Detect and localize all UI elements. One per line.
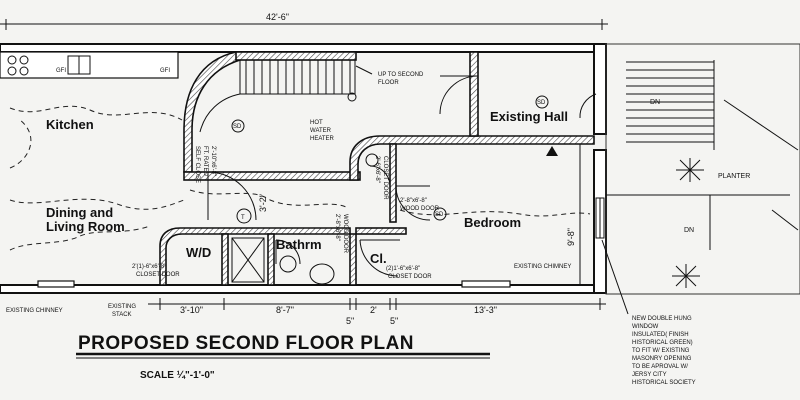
wood-door-line1: 2'-8"x6'-8" — [400, 198, 427, 204]
interior-dimensions: 3'-10" 8'-7" 2' 13'-3" 5" 5" 9'-8" 3'-2" — [148, 144, 606, 326]
door-rated-line2: FT. RATED — [202, 146, 208, 177]
plan-title: PROPOSED SECOND FLOOR PLAN — [78, 333, 414, 354]
closet-door-v-line1: 2'-6"x6'-8" — [374, 156, 380, 183]
label-dn-top: DN — [650, 99, 660, 106]
room-existing-hall: Existing Hall — [490, 109, 568, 124]
window-note-line1: NEW DOUBLE HUNG — [632, 316, 692, 322]
dim-5a: 5" — [346, 316, 354, 326]
title-block: PROPOSED SECOND FLOOR PLAN SCALE ¼"-1'-0… — [76, 333, 490, 381]
note-up-line1: UP TO SECOND — [378, 72, 424, 78]
dim-8-7: 8'-7" — [276, 305, 294, 315]
sd-2: SD — [537, 100, 546, 106]
triangle-marker-icon — [546, 146, 558, 156]
sd-1: SD — [233, 124, 242, 130]
interior-walls — [159, 51, 595, 286]
closet-door-left-line1: 2'(1)-6"x6'-8" — [132, 264, 166, 270]
room-kitchen: Kitchen — [46, 117, 94, 132]
door-note-wood-vertical: 2'-8"x6'-8" WOOD DOOR — [334, 214, 348, 254]
window-note-line7: TO BE APROVAL W/ — [632, 364, 688, 370]
label-planter: PLANTER — [718, 173, 750, 180]
note-stack-line1: EXISTING — [108, 304, 136, 310]
label-dn-bottom: DN — [684, 227, 694, 234]
exterior-stoop — [605, 43, 800, 295]
note-up-line2: FLOOR — [378, 80, 399, 86]
kitchen-counter — [0, 51, 179, 79]
dim-13-3: 13'-3" — [474, 305, 497, 315]
room-bedroom: Bedroom — [464, 215, 521, 230]
gfi-2: GFI — [160, 68, 170, 74]
planter-plant-2 — [672, 264, 700, 288]
room-dining-line2: Living Room — [46, 219, 125, 234]
smoke-detector-1-icon — [231, 119, 245, 133]
thermostat-icon — [236, 208, 252, 224]
exterior-walls — [0, 43, 607, 294]
dim-3-2: 3'-2" — [258, 194, 268, 212]
door-note-closet-vertical: 2'-6"x6'-8" CLOSET DOOR — [374, 156, 388, 200]
room-dining-line1: Dining and — [46, 205, 113, 220]
smoke-detector-2-icon — [535, 95, 549, 109]
wood-door-line2: WOOD DOOR — [400, 206, 440, 212]
window-note-line6: MASONRY OPENING — [632, 356, 692, 362]
door-note-rated: 2'-10"x6'-8" FT. RATED SELF CLOSE — [194, 146, 216, 183]
gfi-1: GFI — [56, 68, 66, 74]
wood-door-v-line2: WOOD DOOR — [342, 214, 348, 254]
note-chimney-right: EXISTING CHIMNEY — [514, 264, 571, 270]
electrical-wiring — [9, 105, 591, 251]
sd-3: SD — [435, 212, 444, 218]
window-note-line3: INSULATED( FINISH — [632, 332, 689, 338]
overall-dimension-label: 42'-6" — [266, 12, 289, 22]
wood-door-v-line1: 2'-8"x6'-8" — [334, 214, 340, 241]
planter-plant — [676, 158, 704, 182]
dim-2: 2' — [370, 305, 377, 315]
room-closet: Cl. — [370, 251, 387, 266]
staircase — [183, 51, 373, 173]
dim-5b: 5" — [390, 316, 398, 326]
note-stack-line2: STACK — [112, 312, 132, 318]
dim-9-8: 9'-8" — [566, 228, 576, 246]
window-note-line5: TO FIT W/ EXISTING — [632, 348, 690, 354]
window-note-line4: HISTORICAL GREEN) — [632, 340, 693, 346]
note-hot-line1: HOT — [310, 120, 323, 126]
closet-door-left-line2: CLOSET DOOR — [136, 272, 180, 278]
door-rated-line3: SELF CLOSE — [194, 146, 200, 183]
closet-door-right-line1: (2)1'-6"x6'-8" — [386, 266, 420, 272]
room-bathroom: Bathrm — [276, 237, 322, 252]
bathroom-fixtures — [279, 153, 379, 285]
room-washer-dryer: W/D — [186, 245, 211, 260]
thermostat-t: T — [241, 215, 245, 221]
window-note-line8: JERSY CITY — [632, 372, 667, 378]
window-note-line2: WINDOW — [632, 324, 659, 330]
doors — [207, 75, 597, 277]
closet-door-right-line2: CLOSET DOOR — [388, 274, 432, 280]
plan-scale: SCALE ¼"-1'-0" — [140, 370, 215, 381]
window-note-line9: HISTORICAL SOCIETY — [632, 380, 696, 386]
door-rated-line1: 2'-10"x6'-8" — [210, 146, 216, 176]
note-chimney-left: EXISTING CHINNEY — [6, 308, 63, 314]
window-note: NEW DOUBLE HUNG WINDOW INSULATED( FINISH… — [601, 239, 696, 386]
closet-door-v-line2: CLOSET DOOR — [382, 156, 388, 200]
note-hot-line3: HEATER — [310, 136, 335, 142]
overall-dimension: 42'-6" — [0, 12, 608, 30]
smoke-detector-3-icon — [433, 207, 447, 221]
note-hot-line2: WATER — [310, 128, 332, 134]
electrical-symbols: GFI GFI SD SD SD T — [56, 68, 558, 224]
chimneys — [37, 280, 511, 288]
dim-3-10: 3'-10" — [180, 305, 203, 315]
